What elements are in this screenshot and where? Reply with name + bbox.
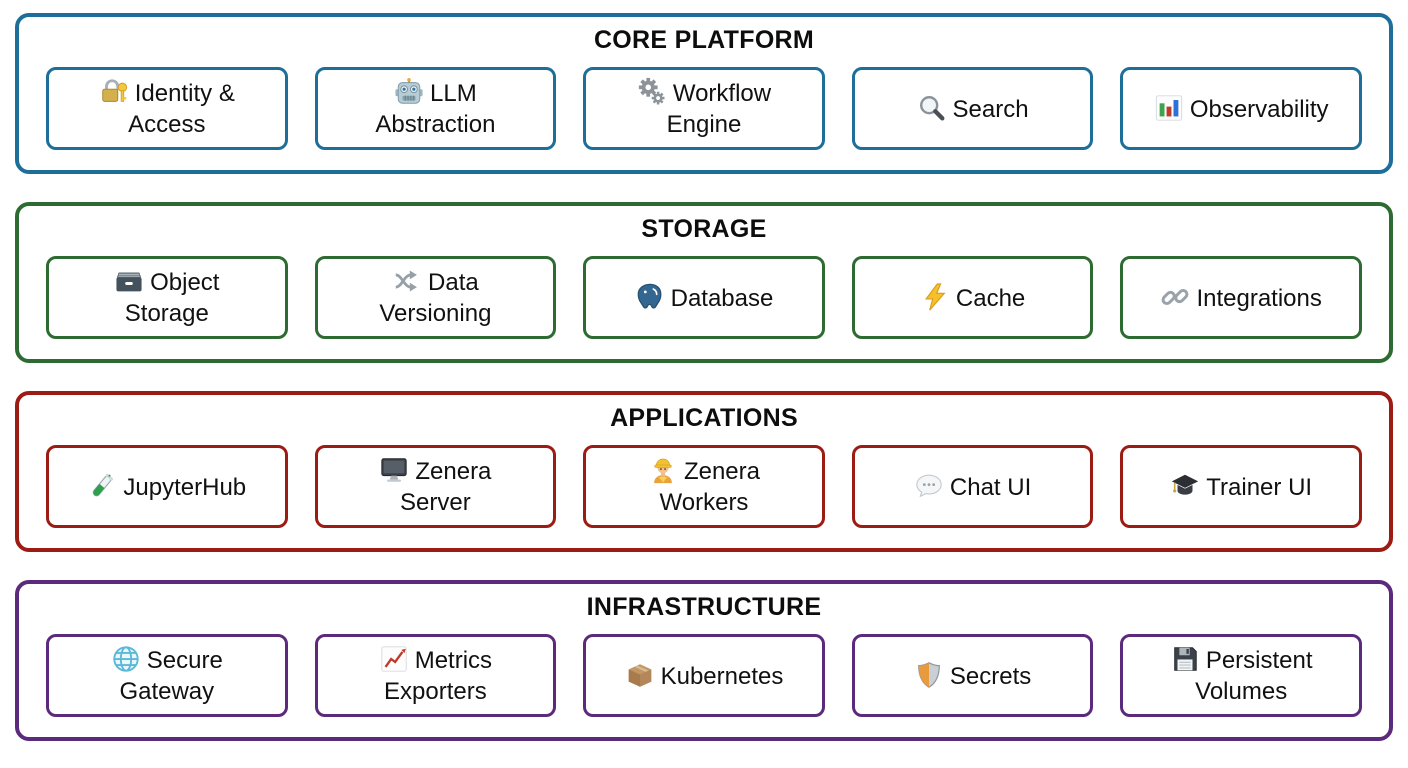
shield-icon [914,660,944,690]
chain-link-icon [1160,282,1190,312]
component-label: Trainer UI [1206,473,1313,501]
component-label: Search [952,95,1029,123]
component-label: Zenera Workers [659,458,760,516]
closed-lock-with-key-icon [99,77,129,107]
shuffle-arrows-icon [392,266,422,296]
desktop-computer-icon [379,455,409,485]
component-label: Workflow Engine [666,80,772,138]
storage-items: Object Storage Data Versioning Database … [46,256,1362,339]
component-observability: Observability [1120,67,1362,150]
layer-core-platform: CORE PLATFORM Identity & Access LLM Abst… [15,13,1393,174]
applications-items: JupyterHub Zenera Server Zenera Workers … [46,445,1362,528]
component-label: Chat UI [949,473,1032,501]
core-platform-items: Identity & Access LLM Abstraction Workfl… [46,67,1362,150]
component-zenera-server: Zenera Server [314,445,557,528]
layer-title-applications: APPLICATIONS [610,404,798,432]
package-box-icon [625,660,655,690]
component-cache: Cache [851,256,1094,339]
component-label: Identity & Access [128,80,235,138]
postgresql-elephant-icon [635,282,665,312]
component-metrics-exporters: Metrics Exporters [314,634,557,717]
component-label: Data Versioning [379,269,492,327]
component-zenera-workers: Zenera Workers [583,445,825,528]
layer-infrastructure: INFRASTRUCTURE Secure Gateway Metrics Ex… [15,580,1393,741]
component-label: Persistent Volumes [1195,647,1313,705]
globe-with-meridians-icon [111,644,141,674]
card-file-box-icon [114,266,144,296]
component-label: Cache [955,284,1026,312]
component-object-storage: Object Storage [46,256,288,339]
floppy-disk-icon [1170,644,1200,674]
magnifying-glass-icon [917,93,947,123]
component-label: Integrations [1196,284,1322,312]
component-label: Database [670,284,774,312]
construction-worker-icon [648,455,678,485]
component-label: Metrics Exporters [384,647,493,705]
layer-applications: APPLICATIONS JupyterHub Zenera Server Ze… [15,391,1393,552]
component-label: Observability [1189,95,1329,123]
graduation-cap-icon [1170,471,1200,501]
component-data-versioning: Data Versioning [314,256,557,339]
chart-increasing-icon [379,644,409,674]
layer-title-core-platform: CORE PLATFORM [593,26,815,54]
component-secure-gateway: Secure Gateway [46,634,288,717]
component-label: Kubernetes [660,662,784,690]
layer-storage: STORAGE Object Storage Data Versioning D… [15,202,1393,363]
lightning-bolt-icon [920,282,950,312]
component-secrets: Secrets [851,634,1094,717]
component-llm-abstraction: LLM Abstraction [314,67,557,150]
component-label: JupyterHub [123,473,247,501]
bar-chart-icon [1154,93,1184,123]
layer-title-storage: STORAGE [641,215,767,243]
component-label: Secure Gateway [119,647,223,705]
component-search: Search [851,67,1094,150]
speech-balloon-icon [914,471,944,501]
component-label: LLM Abstraction [375,80,496,138]
gears-icon [637,77,667,107]
component-label: Zenera Server [400,458,492,516]
component-label: Object Storage [124,269,220,327]
component-chat-ui: Chat UI [851,445,1094,528]
component-integrations: Integrations [1120,256,1362,339]
component-trainer-ui: Trainer UI [1120,445,1362,528]
infrastructure-items: Secure Gateway Metrics Exporters Kuberne… [46,634,1362,717]
layer-title-infrastructure: INFRASTRUCTURE [586,593,822,621]
component-database: Database [583,256,825,339]
component-persistent-volumes: Persistent Volumes [1120,634,1362,717]
component-jupyterhub: JupyterHub [46,445,288,528]
robot-icon [394,77,424,107]
component-identity-access: Identity & Access [46,67,288,150]
architecture-diagram: CORE PLATFORM Identity & Access LLM Abst… [15,13,1393,741]
component-label: Secrets [949,662,1032,690]
test-tube-icon [87,471,117,501]
component-workflow-engine: Workflow Engine [583,67,825,150]
component-kubernetes: Kubernetes [583,634,825,717]
